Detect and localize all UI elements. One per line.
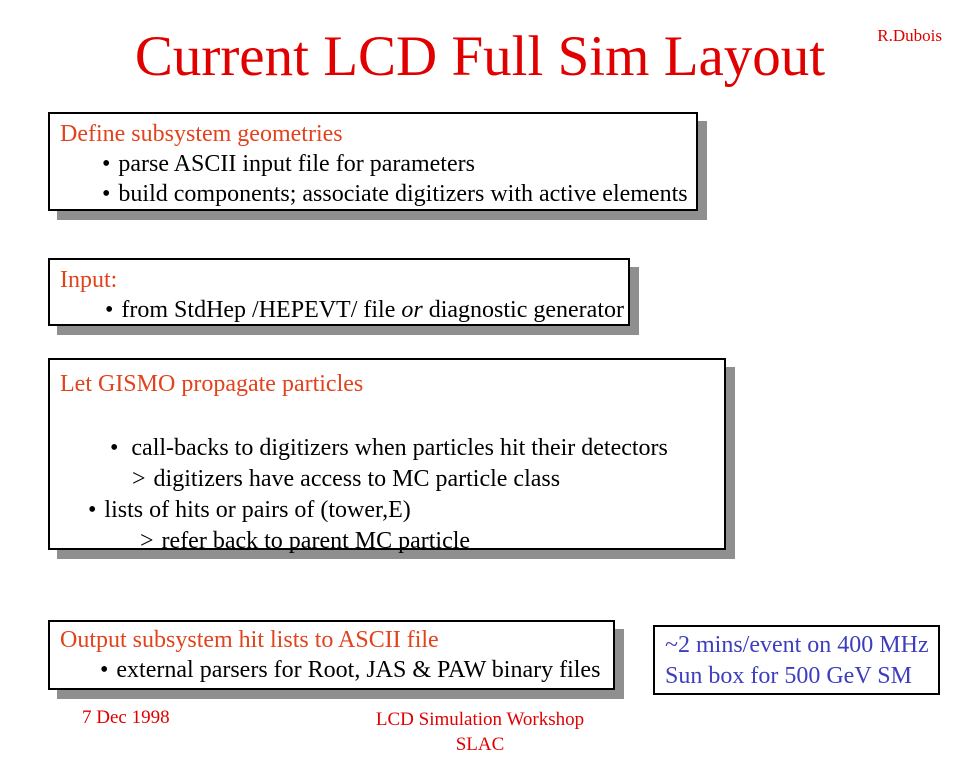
bullet-item: • parse ASCII input file for parameters <box>102 149 696 179</box>
box-heading: Output subsystem hit lists to ASCII file <box>60 627 439 653</box>
footer-location: SLAC <box>455 734 505 755</box>
bullet-item: • external parsers for Root, JAS & PAW bi… <box>100 655 613 685</box>
bullet-text: external parsers for Root, JAS & PAW bin… <box>116 657 601 683</box>
bullet-text: parse ASCII input file for parameters <box>118 151 475 177</box>
sub-bullet-text: refer back to parent MC particle <box>161 528 471 554</box>
timing-note-line2: Sun box for 500 GeV SM <box>665 663 912 689</box>
slide-title: Current LCD Full Sim Layout <box>134 25 826 88</box>
box-output-hit-lists: Output subsystem hit lists to ASCII file… <box>48 620 615 690</box>
bullet-marker: • <box>102 181 111 207</box>
bullet-item: • build components; associate digitizers … <box>102 179 696 209</box>
box-gismo-propagate: Let GISMO propagate particles • call-back… <box>48 358 726 554</box>
sub-bullet-text: digitizers have access to MC particle cl… <box>153 466 561 492</box>
footer-workshop-block: LCD Simulation Workshop SLAC <box>280 707 680 757</box>
box-heading: Let GISMO propagate particles <box>60 371 364 397</box>
box-heading: Define subsystem geometries <box>60 121 343 147</box>
bullet-text-pre: from StdHep /HEPEVT/ file <box>121 297 402 323</box>
bullet-text-italic: or <box>401 297 423 323</box>
bullet-marker: • <box>88 497 97 523</box>
sub-bullet-marker: > <box>140 528 154 554</box>
box-heading: Input: <box>60 267 118 293</box>
sub-bullet-item: > refer back to parent MC particle <box>140 526 724 557</box>
sub-bullet-marker: > <box>132 466 146 492</box>
bullet-item: • call-backs to digitizers when particles… <box>110 433 724 464</box>
bullet-marker: • <box>110 435 119 461</box>
sub-bullet-item: > digitizers have access to MC particle c… <box>132 464 724 495</box>
author-name: R.Dubois <box>877 26 942 45</box>
bullet-marker: • <box>100 657 109 683</box>
bullet-text: call-backs to digitizers when particles … <box>131 435 668 461</box>
bullet-text: build components; associate digitizers w… <box>118 181 688 207</box>
footer-date: 7 Dec 1998 <box>82 707 170 728</box>
bullet-item: • from StdHep /HEPEVT/ file or diagnostic… <box>105 295 628 325</box>
footer-workshop-name: LCD Simulation Workshop <box>375 709 585 730</box>
bullet-marker: • <box>102 151 111 177</box>
bullet-text: lists of hits or pairs of (tower,E) <box>104 497 411 523</box>
box-input: Input: • from StdHep /HEPEVT/ file or dia… <box>48 258 630 326</box>
bullet-item: • lists of hits or pairs of (tower,E) <box>88 495 724 526</box>
bullet-text-post: diagnostic generator <box>422 297 624 323</box>
bullet-marker: • <box>105 297 114 323</box>
timing-note-box: ~2 mins/event on 400 MHz Sun box for 500… <box>653 625 940 695</box>
box-define-geometries: Define subsystem geometries • parse ASCII… <box>48 112 698 211</box>
timing-note-line1: ~2 mins/event on 400 MHz <box>665 632 929 658</box>
